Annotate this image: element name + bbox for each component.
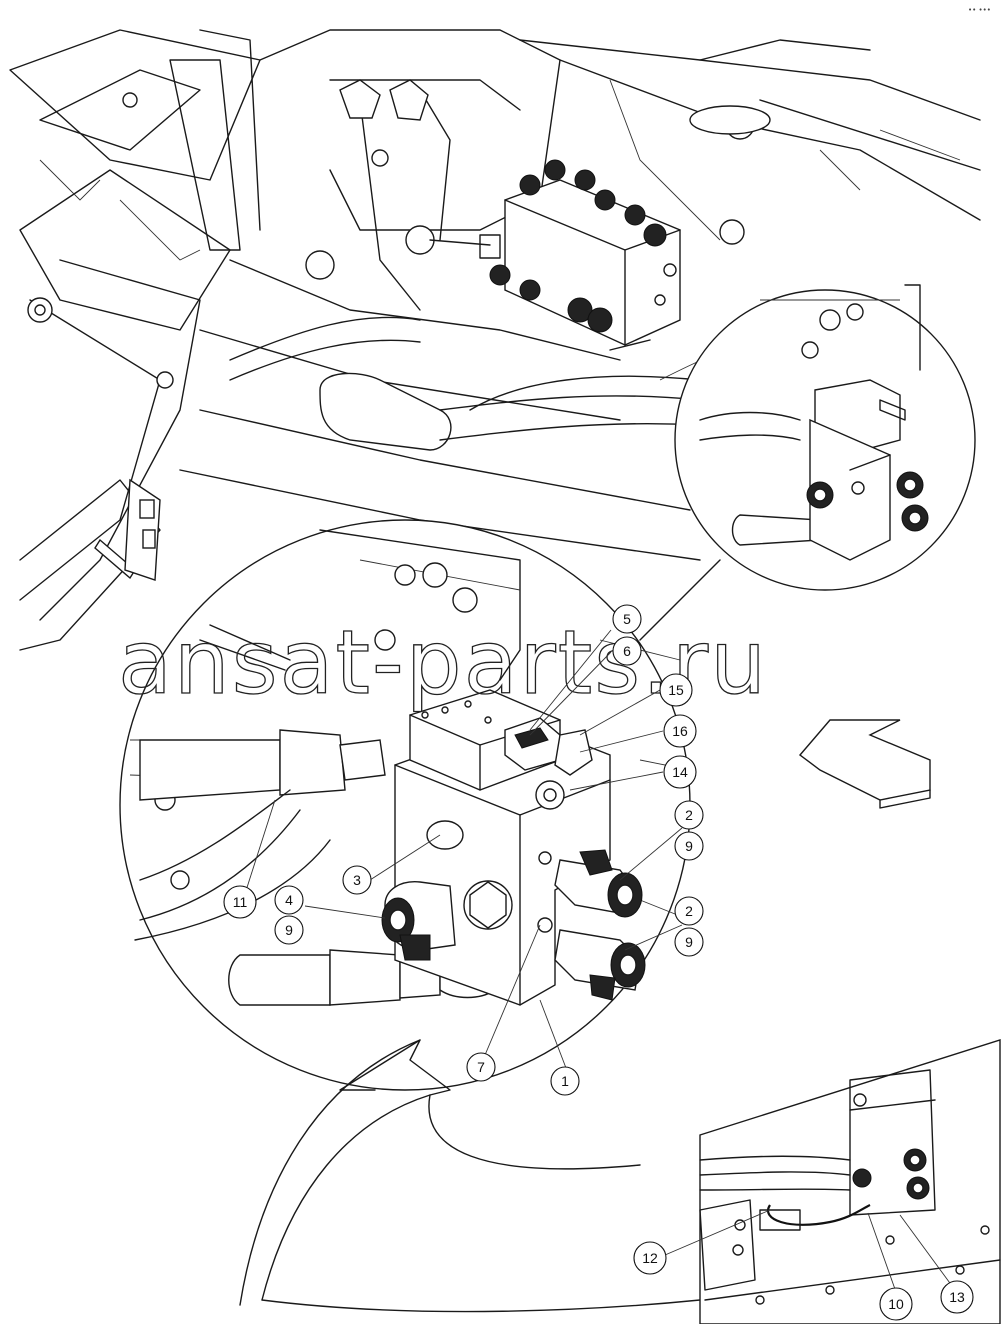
callout-12: 12: [633, 1241, 667, 1275]
svg-text:9: 9: [685, 934, 693, 950]
chassis-frame: [9, 29, 981, 651]
svg-text:13: 13: [949, 1289, 965, 1305]
detail-inset-bottom: [699, 1039, 1001, 1324]
curved-pointer-arrow: [239, 1039, 701, 1313]
svg-text:15: 15: [668, 682, 684, 698]
callout-3: 3: [342, 865, 372, 895]
svg-text:2: 2: [685, 903, 693, 919]
callout-5: 5: [612, 604, 642, 634]
callout-10: 10: [879, 1287, 913, 1321]
svg-text:6: 6: [623, 643, 631, 659]
detail-circle-large: [119, 519, 691, 1091]
svg-text:5: 5: [623, 611, 631, 627]
svg-text:14: 14: [672, 764, 688, 780]
svg-text:1: 1: [561, 1073, 569, 1089]
svg-text:16: 16: [672, 723, 688, 739]
callout-2-lower: 2: [674, 896, 704, 926]
callout-2-upper: 2: [674, 800, 704, 830]
svg-text:3: 3: [353, 872, 361, 888]
svg-text:12: 12: [642, 1250, 658, 1266]
svg-text:7: 7: [477, 1059, 485, 1075]
callout-14: 14: [663, 755, 697, 789]
hose-bundle: [229, 316, 741, 451]
svg-text:9: 9: [285, 922, 293, 938]
leader-small-to-large: [639, 559, 721, 641]
direction-arrow: [798, 719, 931, 809]
callout-9-lower: 9: [674, 927, 704, 957]
callout-16: 16: [663, 714, 697, 748]
callout-1: 1: [550, 1066, 580, 1096]
callout-15: 15: [659, 673, 693, 707]
callout-13: 13: [940, 1280, 974, 1314]
callout-9-upper: 9: [674, 831, 704, 861]
callout-9-left: 9: [274, 915, 304, 945]
watermark-text: ansat-parts.ru: [118, 611, 768, 714]
svg-text:2: 2: [685, 807, 693, 823]
svg-text:4: 4: [285, 892, 293, 908]
callout-11: 11: [223, 885, 257, 919]
callout-4: 4: [274, 885, 304, 915]
valve-assembly-overview: [429, 159, 681, 351]
corner-mark: •• •••: [968, 6, 991, 14]
leader-lines: [242, 629, 956, 1293]
callout-7: 7: [466, 1052, 496, 1082]
svg-text:11: 11: [233, 894, 248, 910]
svg-text:9: 9: [685, 838, 693, 854]
svg-text:10: 10: [888, 1296, 904, 1312]
callout-6: 6: [612, 636, 642, 666]
detail-circle-small: [674, 284, 976, 591]
